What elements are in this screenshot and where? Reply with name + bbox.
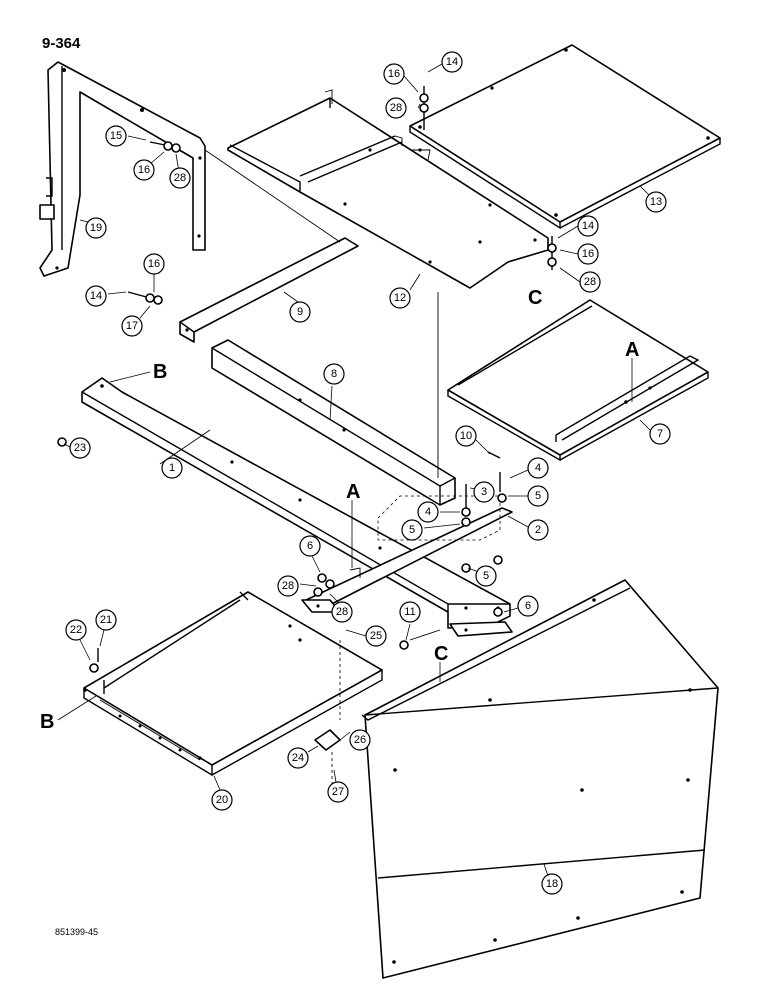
callout-6b: 6 — [525, 600, 531, 612]
ref-letter-c-upper: C — [528, 287, 542, 309]
page-id: 9-364 — [42, 35, 81, 52]
reference-letters: B B A A C C — [40, 287, 639, 733]
callout-14a: 14 — [446, 56, 458, 68]
callout-11: 11 — [404, 606, 415, 618]
callout-24: 24 — [292, 752, 304, 764]
panel-part-13 — [409, 44, 721, 230]
callout-20: 20 — [216, 794, 228, 806]
callout-25: 25 — [370, 630, 382, 642]
callout-18: 18 — [546, 878, 558, 890]
ref-letter-a-upper: A — [625, 339, 639, 361]
callout-28d: 28 — [282, 580, 294, 592]
callout-21: 21 — [100, 614, 112, 626]
ref-letter-c-lower: C — [434, 643, 448, 665]
callouts: 1 2 3 4 4 5 5 5 6 6 7 8 9 10 11 12 13 14 — [63, 51, 671, 895]
callout-23: 23 — [74, 442, 86, 454]
callout-4a: 4 — [535, 462, 541, 474]
callout-16a: 16 — [388, 68, 400, 80]
panel-part-7 — [447, 299, 709, 462]
callout-16b: 16 — [138, 164, 150, 176]
callout-17: 17 — [126, 320, 138, 332]
callout-19: 19 — [90, 222, 102, 234]
callout-27: 27 — [332, 786, 344, 798]
callout-6a: 6 — [307, 540, 313, 552]
callout-16d: 16 — [148, 258, 160, 270]
alignment-line-11 — [409, 629, 441, 641]
callout-3: 3 — [481, 486, 487, 498]
figure-number: 851399-45 — [55, 927, 98, 937]
callout-16c: 16 — [582, 248, 594, 260]
callout-28a: 28 — [390, 102, 402, 114]
frame-part-19 — [39, 61, 206, 277]
callout-4b: 4 — [425, 506, 431, 518]
callout-10: 10 — [460, 430, 472, 442]
bracket-part-9 — [179, 237, 359, 343]
panel-part-20 — [83, 591, 383, 777]
panel-part-12 — [227, 89, 549, 289]
callout-13: 13 — [650, 196, 662, 208]
callout-5b: 5 — [409, 524, 415, 536]
callout-1: 1 — [169, 462, 175, 474]
panel-part-18 — [361, 579, 719, 979]
alignment-line-19 — [204, 149, 341, 243]
bar-part-2 — [301, 507, 513, 637]
ref-letter-b-lower: B — [40, 711, 54, 733]
callout-28c: 28 — [584, 276, 596, 288]
callout-5a: 5 — [535, 490, 541, 502]
callout-14c: 14 — [90, 290, 102, 302]
callout-26: 26 — [354, 734, 366, 746]
callout-7: 7 — [657, 428, 663, 440]
ref-letter-b-upper: B — [153, 361, 167, 383]
callout-15: 15 — [110, 130, 122, 142]
callout-9: 9 — [297, 306, 303, 318]
callout-5c: 5 — [483, 570, 489, 582]
callout-28b: 28 — [174, 172, 186, 184]
hardware-group-outline — [377, 495, 501, 541]
callout-2: 2 — [535, 524, 541, 536]
callout-14b: 14 — [582, 220, 594, 232]
callout-28e: 28 — [336, 606, 348, 618]
callout-8: 8 — [331, 368, 337, 380]
callout-12: 12 — [394, 292, 406, 304]
fasteners — [57, 86, 557, 673]
callout-22: 22 — [70, 624, 82, 636]
ref-letter-a-lower: A — [346, 481, 360, 503]
channel-part-8 — [211, 339, 456, 506]
